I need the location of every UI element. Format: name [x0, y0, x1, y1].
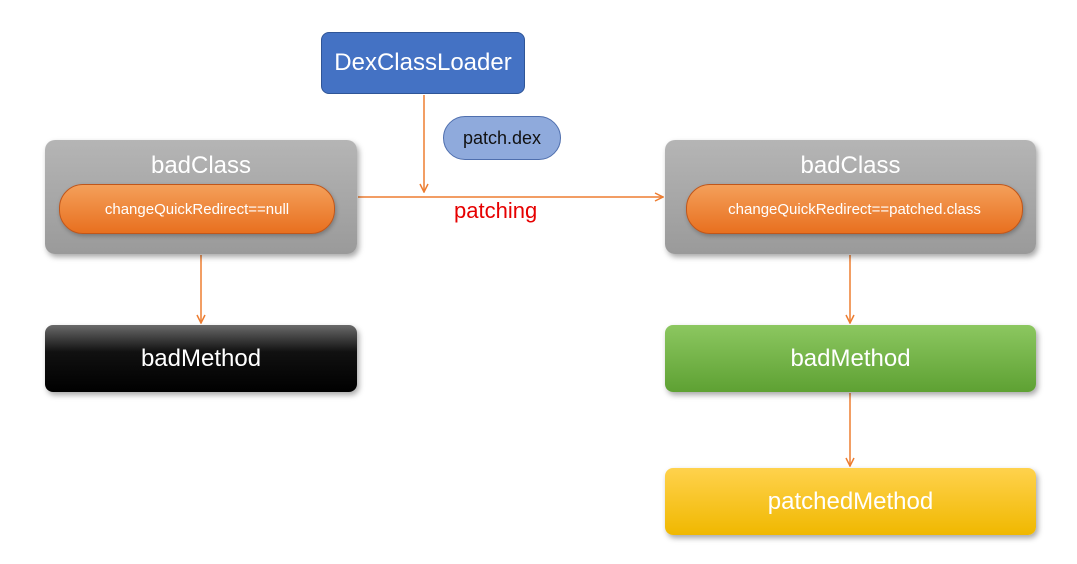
patched-method-node: patchedMethod: [665, 468, 1036, 535]
bad-class-node-left: badClass changeQuickRedirect==null: [45, 140, 357, 254]
redirect-null-pill: changeQuickRedirect==null: [59, 184, 335, 234]
patch-dex-label: patch.dex: [462, 127, 542, 148]
patching-edge-label: patching: [454, 198, 538, 223]
patched-method-label: patchedMethod: [767, 487, 934, 515]
redirect-null-label: changeQuickRedirect==null: [104, 200, 290, 218]
patch-dex-node: patch.dex: [443, 116, 561, 160]
bad-method-node-right: badMethod: [665, 325, 1036, 392]
redirect-patched-label: changeQuickRedirect==patched.class: [728, 200, 981, 218]
bad-class-title-left: badClass: [150, 152, 252, 179]
bad-method-label-right: badMethod: [790, 344, 911, 372]
bad-class-node-right: badClass changeQuickRedirect==patched.cl…: [665, 140, 1036, 254]
dexclassloader-label: DexClassLoader: [334, 49, 512, 76]
dexclassloader-node: DexClassLoader: [321, 32, 525, 94]
bad-method-node-left: badMethod: [45, 325, 357, 392]
redirect-patched-pill: changeQuickRedirect==patched.class: [686, 184, 1023, 234]
bad-method-label-left: badMethod: [140, 344, 262, 372]
bad-class-title-right: badClass: [800, 152, 901, 179]
